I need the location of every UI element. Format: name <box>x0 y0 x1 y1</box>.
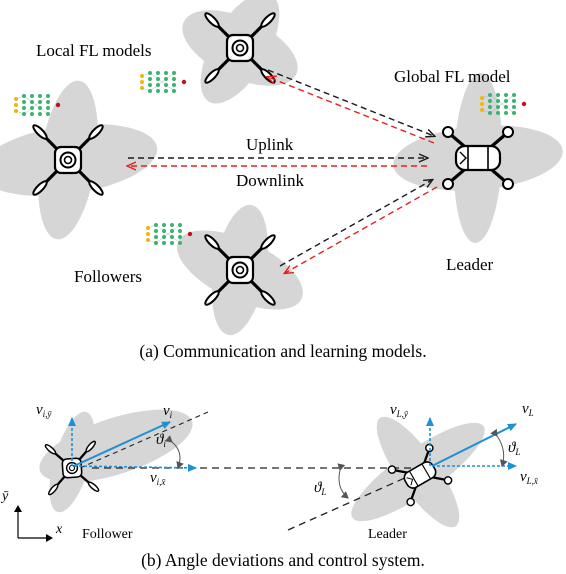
label-v-i-x: vi,x̄ <box>150 470 166 487</box>
coordinate-axes <box>14 505 53 542</box>
angle-arc-theta-i <box>164 435 184 469</box>
downlink-arrow-bottom <box>285 186 438 273</box>
uplink-arrow-bottom <box>279 180 432 267</box>
label-follower: Follower <box>82 527 133 542</box>
label-v-L-y: vL,ȳ <box>390 402 409 419</box>
label-theta-L-lower: ϑL <box>314 480 326 497</box>
label-global-model: Global FL model <box>394 67 511 86</box>
label-leader-b: Leader <box>368 527 407 542</box>
label-leader: Leader <box>446 255 494 274</box>
panel-angle-deviations: vi,ȳ vi vi,x̄ ϑi vL,ȳ vL vL,x̄ ϑL ϑL ȳ x… <box>0 401 539 570</box>
vector-v-i <box>73 421 171 467</box>
label-followers: Followers <box>74 267 142 286</box>
angle-arc-theta-L-lower <box>337 463 349 499</box>
label-theta-i: ϑi <box>156 432 166 449</box>
label-local-models: Local FL models <box>36 41 152 60</box>
label-theta-L: ϑL <box>508 440 520 457</box>
caption-a: (a) Communication and learning models. <box>139 341 426 361</box>
label-v-L-x: vL,x̄ <box>520 469 539 486</box>
angle-arc-theta-L <box>490 428 508 467</box>
label-v-i-y: vi,ȳ <box>36 402 52 419</box>
axis-label-x: x <box>55 522 63 537</box>
panel-communication-learning: Local FL models Global FL model Uplink D… <box>0 0 563 361</box>
label-downlink: Downlink <box>236 171 305 190</box>
local-model-icon-top <box>139 70 187 94</box>
label-uplink: Uplink <box>246 135 294 154</box>
downlink-arrow-top <box>268 77 435 144</box>
label-v-L: vL <box>522 401 534 418</box>
axis-label-y: ȳ <box>0 489 9 504</box>
caption-b: (b) Angle deviations and control system. <box>141 550 425 570</box>
label-v-i: vi <box>163 403 173 420</box>
